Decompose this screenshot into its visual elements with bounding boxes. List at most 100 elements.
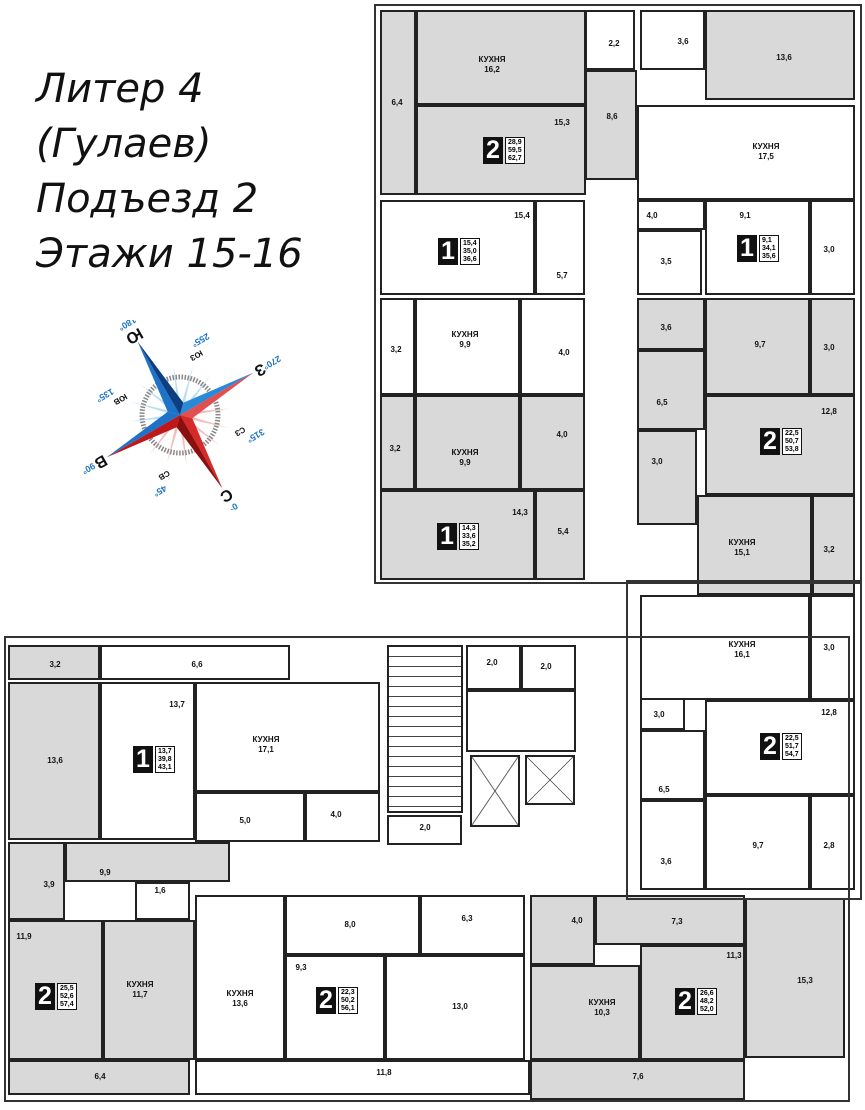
room-kitchen [640,595,810,700]
room [380,395,415,490]
room [387,815,462,845]
room [420,895,525,955]
kitchen-label: КУХНЯ [752,142,780,151]
apartment-area-value: 52,6 [60,993,74,1000]
room-label: 15,4 [514,211,530,221]
compass-degree-label: 315° [245,427,266,445]
room-area: 2,0 [540,662,552,671]
apartment-room-count: 2 [483,137,503,164]
room-area: 3,6 [660,323,672,332]
room-area: 3,6 [677,37,689,46]
room-area: 8,6 [606,112,618,121]
room-area: 9,7 [754,340,766,349]
room-label: 5,7 [556,271,567,281]
room-area: 2,0 [419,823,431,832]
room-label: 2,0 [540,662,551,672]
room [637,350,705,430]
lift-hall [466,690,576,752]
room [585,10,635,70]
room-label: 13,6 [47,756,63,766]
room-kitchen [415,395,520,490]
room-label: 4,0 [558,348,569,358]
title-line-building: Литер 4 [36,66,204,112]
room-area: 3,0 [823,245,835,254]
room-area: 15,3 [797,976,813,985]
room [65,842,230,882]
room-label: 14,3 [512,508,528,518]
apartment-room-count: 1 [438,238,458,265]
room-area: 11,3 [726,951,742,960]
building-outline-tower [374,4,862,584]
room-area: 3,9 [43,880,55,889]
room-label: 6,5 [656,398,667,408]
compass-point [176,415,223,489]
room-area: 3,2 [49,660,61,669]
room-label: 6,4 [391,98,402,108]
room-area: 13,7 [169,700,185,709]
room [530,1060,745,1100]
room-label: 4,0 [646,211,657,221]
apartment-area-value: 33,6 [462,533,476,540]
room-label: 11,8 [376,1068,391,1078]
room-label: 9,7 [754,340,765,350]
room-label: 12,8 [821,708,837,718]
room-area: 11,8 [376,1068,392,1077]
room [285,895,420,955]
room [585,70,637,180]
room-area: 9,9 [459,458,471,467]
apartment-room-count: 2 [316,987,336,1014]
room-label: 3,0 [651,457,662,467]
room [595,895,745,945]
apartment-area-value: 14,3 [462,525,476,532]
room-area: 9,1 [739,211,751,220]
room-label: 3,6 [677,37,688,47]
room-area: 6,4 [391,98,403,107]
room-label: 6,5 [658,785,669,795]
room-area: 11,7 [132,990,148,999]
apartment-area-value: 15,4 [463,240,477,247]
compass-point [180,372,254,419]
room-label: 8,6 [606,112,617,122]
apartment-room-count: 2 [675,988,695,1015]
title-line-developer: (Гулаев) [36,121,212,167]
room [380,490,535,580]
room-label: 4,0 [571,916,582,926]
room-area: 12,8 [821,407,837,416]
room [637,200,705,230]
room [637,298,705,350]
compass-degree-label: 0° [227,501,240,510]
room-area: 10,3 [594,1008,610,1017]
room-area: 3,5 [660,257,672,266]
room [195,1060,530,1095]
apartment-room-count: 2 [35,983,55,1010]
room [535,200,585,295]
apartment-area-value: 25,5 [60,985,74,992]
apartment-area-value: 22,3 [341,989,355,996]
room-label: 5,0 [239,816,250,826]
room [380,10,416,195]
apartment-area-value: 9,1 [762,237,772,244]
room-kitchen [637,105,855,200]
room-kitchen [415,298,520,395]
kitchen-label: КУХНЯ [451,330,479,339]
room-area: 2,0 [486,658,498,667]
